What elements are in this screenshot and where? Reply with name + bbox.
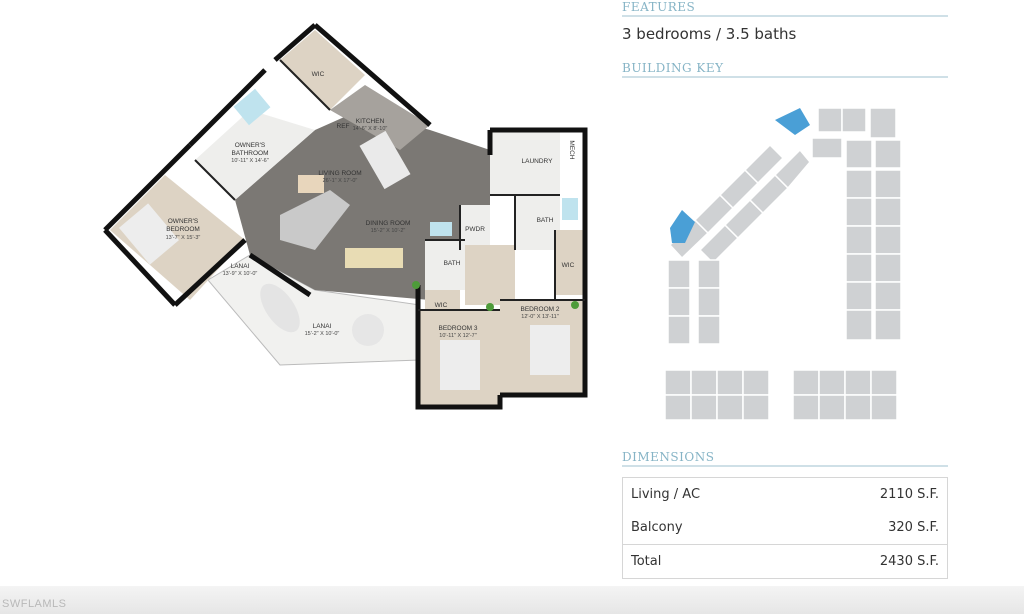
highlighted-unit <box>670 210 695 243</box>
footer-bar <box>0 586 1024 614</box>
lanai-table <box>260 283 300 333</box>
owners-bathroom-floor <box>195 110 315 200</box>
label-bath-right: BATH <box>537 217 554 224</box>
label-kitchen-dim: 14'-6" X 8'-10" <box>353 126 388 132</box>
kitchen-floor <box>330 85 430 150</box>
label-pwdr: PWDR <box>465 226 485 233</box>
table-row: Living / AC 2110 S.F. <box>623 478 947 511</box>
label-living-room-dim: 26'-1" X 17'-0" <box>323 178 358 184</box>
label-wic-3: WIC <box>435 302 448 309</box>
details-panel: FEATURES 3 bedrooms / 3.5 baths BUILDING… <box>622 0 948 78</box>
label-mech: MECH <box>568 140 575 159</box>
label-dining-room: DINING ROOM <box>366 220 411 227</box>
label-laundry: LAUNDRY <box>522 158 554 165</box>
label-bedroom-3-dim: 10'-11" X 12'-7" <box>439 333 476 339</box>
label-lanai-2: LANAI <box>313 323 332 330</box>
dim-label: Living / AC <box>631 487 701 502</box>
label-lanai-1-dim: 13'-9" X 10'-0" <box>223 271 258 277</box>
building-key-map <box>664 107 902 421</box>
dim-value: 2110 S.F. <box>879 487 939 502</box>
pwdr-floor <box>460 205 490 245</box>
laundry-floor <box>490 130 560 195</box>
building-key-heading: BUILDING KEY <box>622 61 948 78</box>
wic-top-floor <box>280 30 365 110</box>
features-value: 3 bedrooms / 3.5 baths <box>622 25 797 43</box>
kitchen-island <box>359 130 411 190</box>
sectional-sofa <box>280 190 350 250</box>
dim-label: Total <box>631 554 662 569</box>
label-owners-bathroom-2: BATHROOM <box>231 150 268 157</box>
floor-plan: WIC OWNER'S BATHROOM 10'-11" X 14'-6" RE… <box>103 23 588 410</box>
lanai-round-table <box>352 314 384 346</box>
plant-icon <box>412 281 420 289</box>
label-bedroom-2-dim: 12'-0" X 13'-11" <box>521 314 558 320</box>
label-dining-room-dim: 15'-2" X 10'-2" <box>371 228 406 234</box>
dimensions-heading: DIMENSIONS <box>622 450 948 467</box>
walls <box>103 23 588 410</box>
plant-icon <box>571 301 579 309</box>
wic-right-floor <box>555 230 585 295</box>
watermark: SWFLAMLS <box>2 598 67 610</box>
label-wic-top: WIC <box>312 71 325 78</box>
features-heading: FEATURES <box>622 0 948 17</box>
label-owners-bathroom-dim: 10'-11" X 14'-6" <box>231 158 268 164</box>
label-ref: REF <box>337 123 350 130</box>
dim-value: 320 S.F. <box>888 520 939 535</box>
dim-value: 2430 S.F. <box>879 554 939 569</box>
shower-right <box>562 198 578 220</box>
bed-owners <box>119 203 179 265</box>
table-row: Total 2430 S.F. <box>623 544 947 578</box>
coffee-table <box>298 175 324 193</box>
dimensions-table: Living / AC 2110 S.F. Balcony 320 S.F. T… <box>622 477 948 579</box>
label-owners-bedroom-2: BEDROOM <box>166 226 200 233</box>
label-wic-right: WIC <box>562 262 575 269</box>
dining-table <box>345 248 403 268</box>
label-owners-bedroom: OWNER'S <box>168 218 199 225</box>
label-owners-bathroom: OWNER'S <box>235 142 266 149</box>
hall-floor <box>465 245 515 305</box>
table-row: Balcony 320 S.F. <box>623 511 947 544</box>
bed-3 <box>440 340 480 390</box>
label-kitchen: KITCHEN <box>356 118 385 125</box>
bath-right-floor <box>515 195 560 250</box>
label-lanai-2-dim: 15'-2" X 10'-0" <box>305 331 340 337</box>
bed-2 <box>530 325 570 375</box>
dim-label: Balcony <box>631 520 683 535</box>
label-bedroom-2: BEDROOM 2 <box>520 306 559 313</box>
label-living-room: LIVING ROOM <box>318 170 361 177</box>
plant-icon <box>486 303 494 311</box>
label-owners-bedroom-dim: 13'-7" X 15'-3" <box>166 235 201 241</box>
shower <box>233 88 271 126</box>
bath-left-floor <box>425 240 465 290</box>
highlighted-unit <box>775 108 810 135</box>
label-bath-left: BATH <box>444 260 461 267</box>
label-bedroom-3: BEDROOM 3 <box>438 325 477 332</box>
building-units <box>664 107 902 421</box>
dimensions-section: DIMENSIONS Living / AC 2110 S.F. Balcony… <box>622 450 948 579</box>
label-lanai-1: LANAI <box>231 263 250 270</box>
tub-left <box>430 222 452 236</box>
